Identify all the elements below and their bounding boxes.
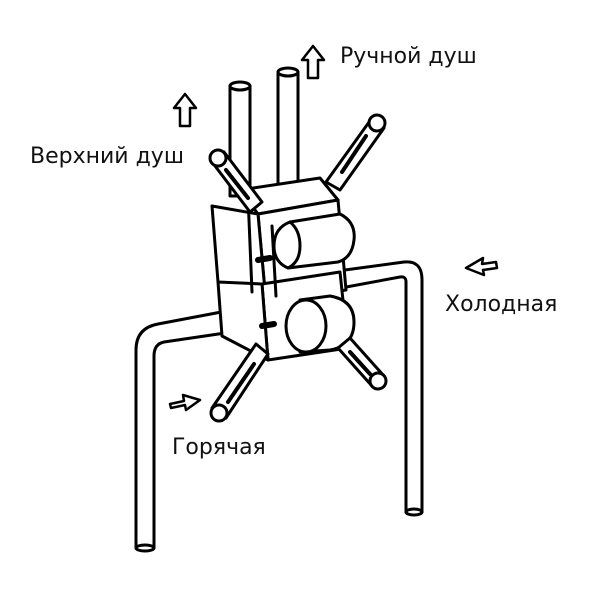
arrow-left-cold-icon <box>464 256 499 277</box>
lower-cartridge <box>284 294 356 354</box>
upper-cartridge <box>272 212 356 270</box>
arrow-up-top-shower-icon <box>172 92 198 128</box>
arrow-up-hand-shower-icon <box>300 44 326 80</box>
cold-water-label: Холодная <box>445 292 558 317</box>
arrow-right-hot-icon <box>168 393 202 412</box>
mounting-bracket-top-left <box>208 148 264 214</box>
mounting-bracket-bottom-left <box>209 342 270 423</box>
hot-water-pipe <box>134 306 240 553</box>
mounting-bracket-bottom-right <box>336 336 388 391</box>
hand-shower-label: Ручной душ <box>340 44 477 69</box>
mounting-bracket-top-right <box>324 113 387 192</box>
top-shower-label: Верхний душ <box>30 144 184 169</box>
hot-water-label: Горячая <box>172 435 266 460</box>
